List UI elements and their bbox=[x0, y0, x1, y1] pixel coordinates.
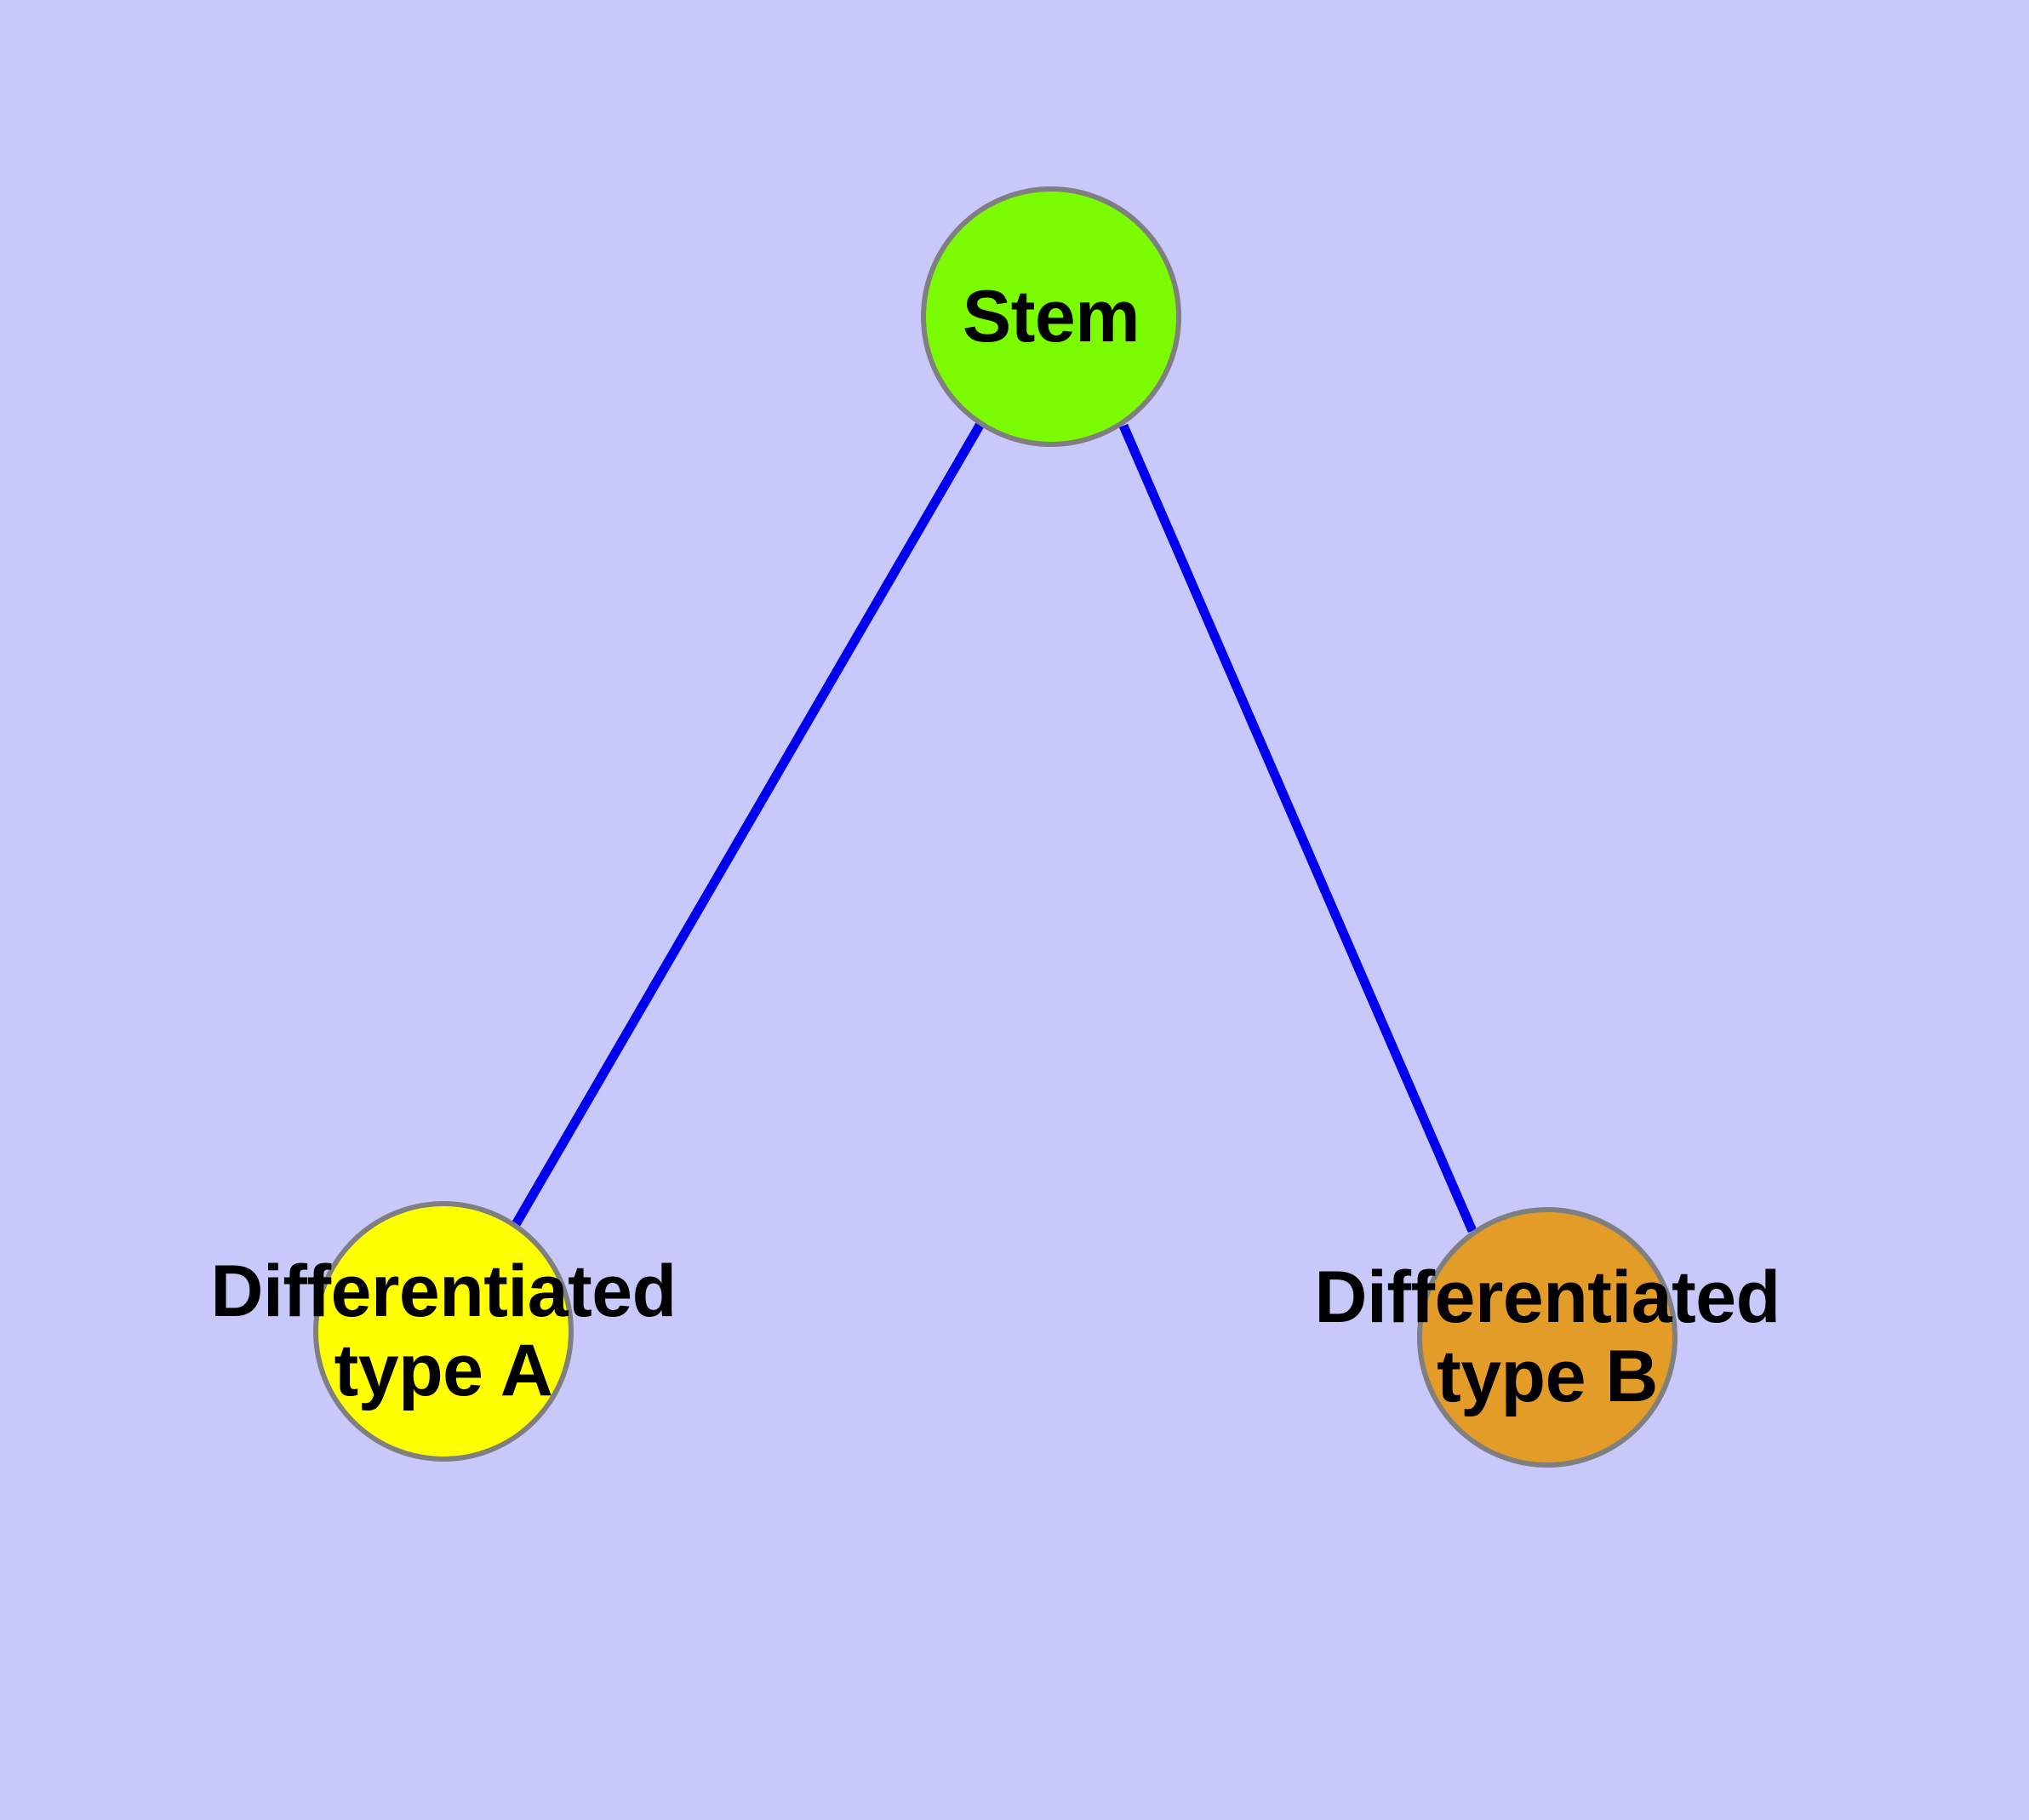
node-differentiated-type-b[interactable] bbox=[1417, 1207, 1677, 1468]
edge-stem-to-differentiated-type-a[interactable] bbox=[511, 421, 985, 1228]
node-differentiated-type-a[interactable] bbox=[313, 1201, 574, 1462]
nodes-group bbox=[313, 186, 1677, 1468]
node-stem[interactable] bbox=[921, 186, 1181, 447]
edge-stem-to-differentiated-type-b[interactable] bbox=[1118, 423, 1477, 1233]
edges-group bbox=[511, 421, 1477, 1233]
